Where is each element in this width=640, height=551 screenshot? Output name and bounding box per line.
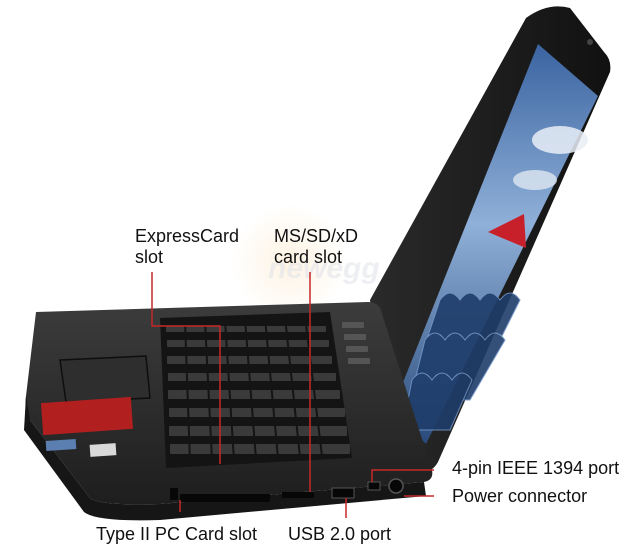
pc-card-slot-label: Type II PC Card slot — [96, 524, 258, 544]
power-port — [388, 478, 404, 494]
pc-card-slot — [180, 494, 270, 502]
power-connector-label: Power connector — [452, 486, 588, 506]
touchpad — [59, 355, 151, 403]
memory-card-label-line1: MS/SD/xD — [274, 226, 359, 246]
screen-lid — [370, 6, 611, 472]
expresscard-label-line1: ExpressCard — [135, 226, 240, 246]
expresscard-slot-label: ExpressCard slot — [135, 226, 239, 268]
usb-port — [331, 487, 355, 499]
svg-text:newegg: newegg — [268, 252, 380, 285]
red-sticker — [40, 396, 134, 436]
memory-card-slot-label: MS/SD/xD card slot — [274, 226, 358, 268]
watermark: newegg — [232, 204, 380, 320]
callout-lines — [151, 272, 434, 518]
expresscard-label-line2: slot — [135, 247, 164, 267]
red-umbrella — [488, 214, 526, 248]
usb-port-label: USB 2.0 port — [288, 524, 392, 544]
memory-card-slot — [282, 492, 314, 498]
memory-card-label-line2: card slot — [274, 247, 343, 267]
ieee1394-port-label: 4-pin IEEE 1394 port — [452, 458, 620, 478]
laptop-base — [24, 302, 433, 521]
firewire-port — [367, 481, 381, 491]
